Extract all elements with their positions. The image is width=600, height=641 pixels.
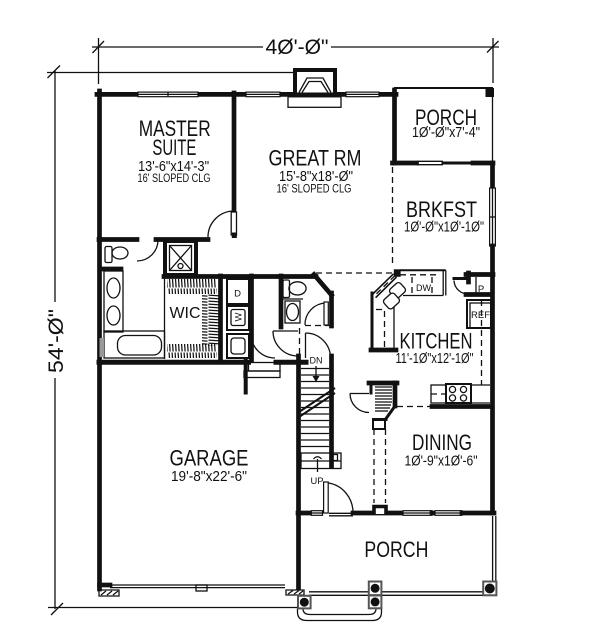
svg-text:BRKFST: BRKFST bbox=[406, 197, 477, 222]
svg-text:GARAGE: GARAGE bbox=[170, 446, 249, 471]
svg-text:W: W bbox=[234, 312, 245, 321]
svg-text:DW: DW bbox=[416, 283, 431, 294]
svg-text:15'-8"x18'-Ø": 15'-8"x18'-Ø" bbox=[279, 169, 353, 185]
svg-text:UP: UP bbox=[311, 476, 324, 487]
svg-text:1Ø'-Ø"x1Ø'-1Ø": 1Ø'-Ø"x1Ø'-1Ø" bbox=[404, 220, 484, 236]
svg-text:1Ø'-9"x1Ø'-6": 1Ø'-9"x1Ø'-6" bbox=[405, 454, 478, 470]
svg-text:KITCHEN: KITCHEN bbox=[400, 329, 473, 354]
svg-text:19'-8"x22'-6": 19'-8"x22'-6" bbox=[171, 469, 247, 485]
svg-text:16' SLOPED CLG: 16' SLOPED CLG bbox=[138, 173, 211, 185]
svg-text:1Ø'-Ø"x7'-4": 1Ø'-Ø"x7'-4" bbox=[412, 125, 480, 141]
svg-text:P: P bbox=[478, 284, 484, 295]
svg-text:4Ø'-Ø": 4Ø'-Ø" bbox=[266, 35, 329, 59]
svg-text:GREAT RM: GREAT RM bbox=[269, 146, 362, 171]
svg-text:REF: REF bbox=[471, 310, 490, 321]
svg-text:D: D bbox=[234, 289, 241, 300]
svg-text:MASTER: MASTER bbox=[139, 116, 211, 141]
svg-text:54'-Ø": 54'-Ø" bbox=[44, 309, 68, 373]
svg-text:11'-1Ø"x12'-1Ø": 11'-1Ø"x12'-1Ø" bbox=[396, 351, 474, 367]
svg-text:PORCH: PORCH bbox=[415, 105, 477, 130]
svg-text:PORCH: PORCH bbox=[364, 537, 428, 562]
svg-text:DN: DN bbox=[310, 356, 323, 367]
svg-text:13'-6"x14'-3": 13'-6"x14'-3" bbox=[138, 159, 209, 175]
svg-text:SUITE: SUITE bbox=[152, 135, 196, 160]
svg-text:16' SLOPED CLG: 16' SLOPED CLG bbox=[277, 184, 352, 196]
svg-text:DINING: DINING bbox=[412, 430, 472, 455]
svg-text:WIC: WIC bbox=[170, 305, 201, 322]
